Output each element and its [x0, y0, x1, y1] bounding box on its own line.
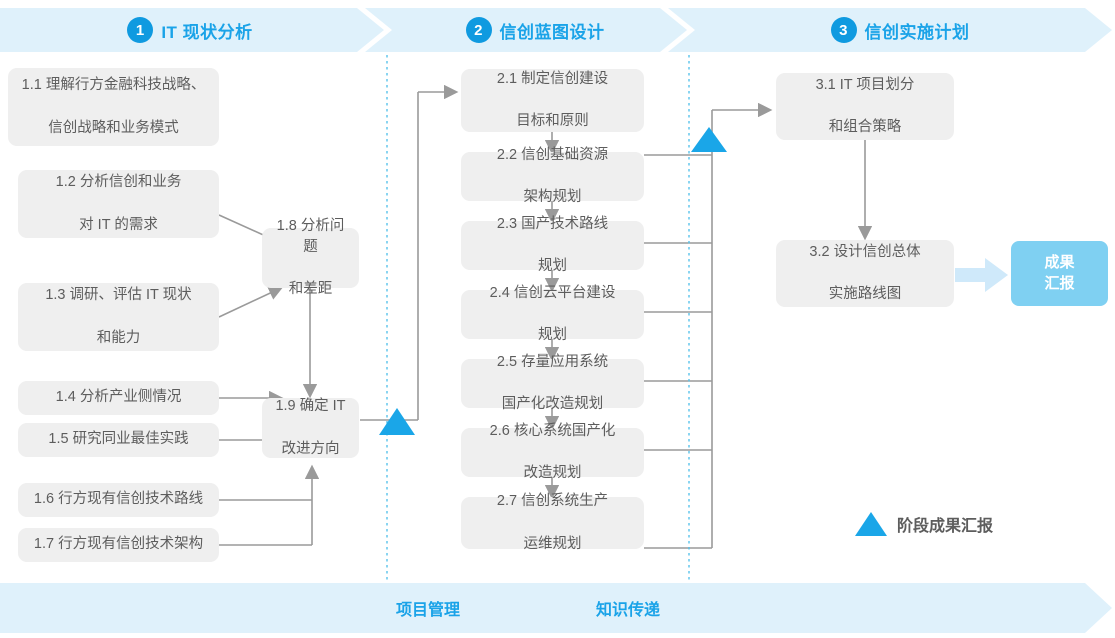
- task-1-2-line2: 对 IT 的需求: [79, 216, 158, 233]
- task-3-2-line1: 3.2 设计信创总体: [809, 243, 921, 260]
- bottom-item-knowledge-transfer[interactable]: 知识传递: [596, 583, 660, 633]
- task-2-1-line1: 2.1 制定信创建设: [496, 70, 609, 87]
- task-box-2-5[interactable]: 2.5 存量应用系统 国产化改造规划: [461, 354, 644, 412]
- task-1-6-label: 1.6 行方现有信创技术路线: [33, 491, 204, 508]
- task-2-1-line2: 目标和原则: [516, 113, 589, 130]
- task-box-2-2[interactable]: 2.2 信创基础资源 架构规划: [461, 147, 644, 205]
- bottom-band: [0, 583, 1115, 633]
- task-1-9-line2: 改进方向: [281, 440, 340, 457]
- task-box-2-7[interactable]: 2.7 信创系统生产 运维规划: [461, 493, 644, 552]
- phase-3-number: 3: [830, 17, 857, 43]
- task-1-7-label: 1.7 行方现有信创技术架构: [33, 536, 204, 553]
- task-2-5-line2: 国产化改造规划: [501, 396, 604, 413]
- task-box-1-2[interactable]: 1.2 分析信创和业务 对 IT 的需求: [18, 170, 219, 238]
- bottom-item-1-label: 知识传递: [596, 602, 661, 619]
- task-3-1-line1: 3.1 IT 项目划分: [815, 76, 915, 93]
- task-2-7-line2: 运维规划: [523, 535, 582, 552]
- task-1-4-label: 1.4 分析产业侧情况: [55, 389, 182, 406]
- legend-label: 阶段成果汇报: [897, 518, 994, 535]
- task-box-1-5[interactable]: 1.5 研究同业最佳实践: [18, 423, 219, 457]
- task-1-3-line2: 和能力: [96, 329, 141, 346]
- phase-1-header[interactable]: 1 IT 现状分析: [0, 8, 380, 52]
- task-1-8-line1: 1.8 分析问题: [276, 217, 345, 255]
- task-1-9-line1: 1.9 确定 IT: [275, 398, 346, 415]
- task-2-4-line2: 规划: [538, 327, 567, 344]
- result-line2: 汇报: [1044, 274, 1075, 292]
- task-box-2-4[interactable]: 2.4 信创云平台建设 规划: [461, 285, 644, 343]
- task-2-3-line1: 2.3 国产技术路线: [496, 215, 609, 232]
- task-box-2-1[interactable]: 2.1 制定信创建设 目标和原则: [461, 69, 644, 132]
- task-1-8-line2: 和差距: [288, 281, 333, 298]
- phase-1-title: IT 现状分析: [161, 22, 253, 42]
- milestone-triangle-phase2: [691, 127, 727, 152]
- phase-1-number: 1: [127, 17, 154, 43]
- task-2-2-line1: 2.2 信创基础资源: [496, 146, 609, 163]
- task-box-1-1[interactable]: 1.1 理解行方金融科技战略、 信创战略和业务模式: [8, 68, 219, 146]
- task-2-7-line1: 2.7 信创系统生产: [496, 493, 609, 510]
- task-box-3-2[interactable]: 3.2 设计信创总体 实施路线图: [776, 240, 954, 307]
- phase-2-header[interactable]: 2 信创蓝图设计: [390, 8, 680, 52]
- task-1-1-line2: 信创战略和业务模式: [48, 119, 179, 136]
- milestone-triangle-phase1: [379, 408, 415, 435]
- task-2-3-line2: 规划: [538, 258, 567, 275]
- task-1-2-line1: 1.2 分析信创和业务: [55, 174, 182, 191]
- task-box-1-8[interactable]: 1.8 分析问题 和差距: [262, 218, 359, 297]
- bottom-item-0-label: 项目管理: [396, 602, 461, 619]
- result-line1: 成果: [1044, 254, 1075, 272]
- task-box-1-6[interactable]: 1.6 行方现有信创技术路线: [18, 483, 219, 517]
- task-1-5-label: 1.5 研究同业最佳实践: [48, 431, 189, 448]
- task-box-3-1[interactable]: 3.1 IT 项目划分 和组合策略: [776, 73, 954, 140]
- bottom-item-project-management[interactable]: 项目管理: [396, 583, 460, 633]
- task-3-2-line2: 实施路线图: [828, 286, 902, 303]
- task-1-1-line1: 1.1 理解行方金融科技战略、: [21, 77, 206, 94]
- legend: 阶段成果汇报: [855, 512, 993, 536]
- task-2-2-line2: 架构规划: [523, 189, 582, 206]
- phase-2-number: 2: [465, 17, 492, 43]
- task-box-1-7[interactable]: 1.7 行方现有信创技术架构: [18, 528, 219, 562]
- task-1-3-line1: 1.3 调研、评估 IT 现状: [45, 287, 192, 304]
- phase-3-header[interactable]: 3 信创实施计划: [690, 8, 1110, 52]
- task-2-6-line1: 2.6 核心系统国产化: [489, 422, 616, 439]
- task-box-1-4[interactable]: 1.4 分析产业侧情况: [18, 381, 219, 415]
- task-box-1-3[interactable]: 1.3 调研、评估 IT 现状 和能力: [18, 283, 219, 351]
- task-box-2-3[interactable]: 2.3 国产技术路线 规划: [461, 216, 644, 274]
- task-box-2-6[interactable]: 2.6 核心系统国产化 改造规划: [461, 423, 644, 481]
- phase-3-title: 信创实施计划: [864, 22, 970, 42]
- task-box-1-9[interactable]: 1.9 确定 IT 改进方向: [262, 398, 359, 458]
- task-2-5-line1: 2.5 存量应用系统: [496, 353, 609, 370]
- task-3-1-line2: 和组合策略: [828, 119, 902, 136]
- phase-2-title: 信创蓝图设计: [499, 22, 605, 42]
- phase-header-band: [0, 8, 1115, 52]
- result-report-chip[interactable]: 成果 汇报: [1011, 241, 1108, 306]
- triangle-marker-icon: [855, 512, 887, 536]
- task-2-4-line1: 2.4 信创云平台建设: [489, 284, 616, 301]
- task-2-6-line2: 改造规划: [523, 465, 582, 482]
- result-arrow: [955, 258, 1008, 292]
